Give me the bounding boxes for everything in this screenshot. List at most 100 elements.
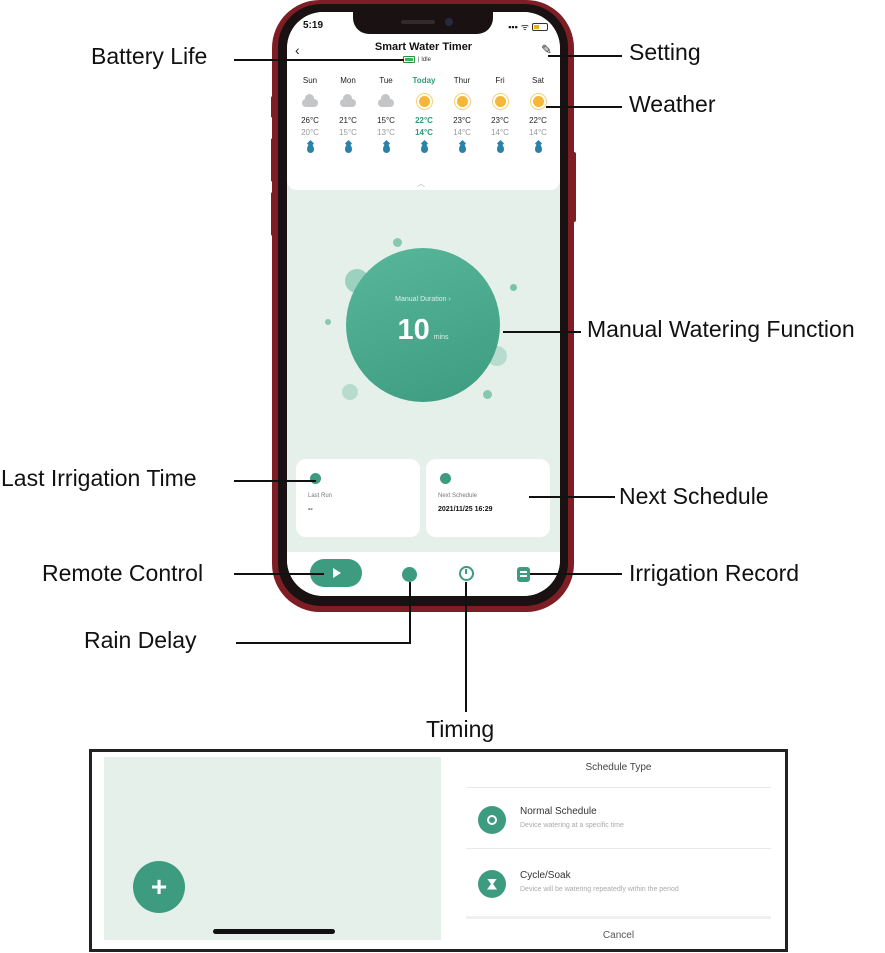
day-low: 14°C (453, 128, 471, 137)
schedule-option-name: Cycle/Soak (520, 870, 571, 881)
settings-edit-button[interactable]: ✎ (541, 42, 552, 57)
leader-line (529, 496, 615, 498)
day-low: 15°C (339, 128, 357, 137)
divider (466, 848, 771, 849)
sun-icon (532, 95, 544, 107)
bottom-toolbar (287, 552, 560, 596)
battery-life: | Idle (403, 56, 431, 63)
leader-line (465, 582, 467, 712)
add-schedule-button[interactable]: + (133, 861, 185, 913)
manual-duration: 10 mins (346, 314, 500, 347)
sun-icon (418, 95, 430, 107)
water-drop-icon (306, 144, 314, 153)
clock-icon (478, 806, 506, 834)
normal-schedule-option[interactable]: Normal Schedule Device watering at a spe… (466, 798, 771, 838)
next-schedule-label: Next Schedule (438, 493, 478, 499)
next-schedule-icon (440, 473, 451, 484)
leader-line (234, 573, 324, 575)
phone-power-button (572, 152, 576, 222)
day-name: Thur (453, 76, 471, 85)
day-low: 13°C (377, 128, 395, 137)
leader-line (234, 59, 404, 61)
manual-watering-button[interactable]: Manual Duration › 10 mins (346, 248, 500, 402)
sun-icon (456, 95, 468, 107)
day-high: 15°C (377, 116, 395, 125)
callout-setting: Setting (629, 39, 701, 65)
day-high: 23°C (491, 116, 509, 125)
front-camera (445, 18, 453, 26)
weather-day: Thur 23°C 14°C (443, 76, 481, 153)
callout-manual-watering: Manual Watering Function (587, 316, 855, 342)
schedule-option-desc: Device will be watering repeatedly withi… (520, 886, 679, 893)
day-high: 22°C (529, 116, 547, 125)
irrigation-record-icon[interactable] (517, 567, 530, 582)
rain-delay-icon[interactable] (402, 567, 417, 582)
day-low: 20°C (301, 128, 319, 137)
day-name: Fri (495, 76, 505, 85)
water-drop-icon (496, 144, 504, 153)
collapse-chevron-icon[interactable]: ︿ (417, 179, 425, 188)
cancel-button[interactable]: Cancel (602, 930, 635, 941)
cloud-icon (302, 94, 318, 107)
leader-line (234, 480, 316, 482)
day-high: 21°C (339, 116, 357, 125)
day-high: 22°C (415, 116, 433, 125)
day-name: Tue (379, 76, 393, 85)
weather-day: Sat 22°C 14°C (519, 76, 557, 153)
day-low: 14°C (415, 128, 433, 137)
leader-line (503, 331, 581, 333)
weather-day: Mon 21°C 15°C (329, 76, 367, 153)
callout-remote-control: Remote Control (42, 560, 204, 586)
leader-line (409, 582, 411, 644)
schedule-option-desc: Device watering at a specific time (520, 822, 624, 829)
decor-bubble (325, 319, 331, 325)
status-time: 5:19 (303, 20, 324, 31)
cycle-soak-option[interactable]: Cycle/Soak Device will be watering repea… (466, 862, 771, 902)
water-drop-icon (534, 144, 542, 153)
day-name: Sun (302, 76, 318, 85)
schedule-option-name: Normal Schedule (520, 806, 597, 817)
decor-bubble (393, 238, 402, 247)
timing-alarm-clock-icon[interactable] (459, 566, 474, 581)
leader-line (546, 106, 622, 108)
day-name: Today (412, 76, 436, 85)
app-title: Smart Water Timer (374, 41, 473, 53)
decor-bubble (342, 384, 358, 400)
last-run-label: Last Run (308, 493, 333, 499)
water-drop-icon (420, 144, 428, 153)
status-battery-icon (532, 22, 548, 31)
phone-silent-switch (271, 96, 275, 118)
weather-day: Tue 15°C 13°C (367, 76, 405, 153)
leader-line (236, 642, 411, 644)
last-run-icon (310, 473, 321, 484)
callout-irrigation-record: Irrigation Record (629, 560, 800, 586)
callout-rain-delay: Rain Delay (84, 627, 197, 653)
phone-notch (353, 12, 493, 34)
callout-timing: Timing (426, 716, 495, 742)
divider (466, 787, 771, 788)
signal-icon: ▪▪▪ (508, 21, 518, 32)
battery-icon (403, 56, 415, 63)
schedule-type-panel: + Schedule Type Normal Schedule Device w… (89, 749, 788, 952)
back-button[interactable]: ‹ (295, 42, 300, 58)
callout-next-schedule: Next Schedule (619, 483, 769, 509)
manual-duration-label[interactable]: Manual Duration › (395, 296, 451, 303)
hourglass-icon (478, 870, 506, 898)
day-name: Mon (340, 76, 356, 85)
decor-bubble (510, 284, 517, 291)
status-icons: ▪▪▪ ᯤ (508, 20, 548, 33)
phone-volume-up (271, 138, 275, 182)
phone-screen: 5:19 ▪▪▪ ᯤ ‹ Smart Water Timer | Idle ✎ … (287, 12, 560, 596)
last-run-card: Last Run -- (296, 459, 420, 537)
water-drop-icon (382, 144, 390, 153)
device-status: | Idle (418, 56, 431, 63)
divider (466, 916, 771, 919)
next-schedule-value: 2021/11/25 16:29 (438, 506, 493, 513)
weather-day-today: Today 22°C 14°C (405, 76, 443, 153)
phone-volume-down (271, 192, 275, 236)
home-indicator (213, 929, 335, 934)
next-schedule-card[interactable]: Next Schedule 2021/11/25 16:29 (426, 459, 550, 537)
water-drop-icon (458, 144, 466, 153)
day-low: 14°C (491, 128, 509, 137)
sun-icon (494, 95, 506, 107)
